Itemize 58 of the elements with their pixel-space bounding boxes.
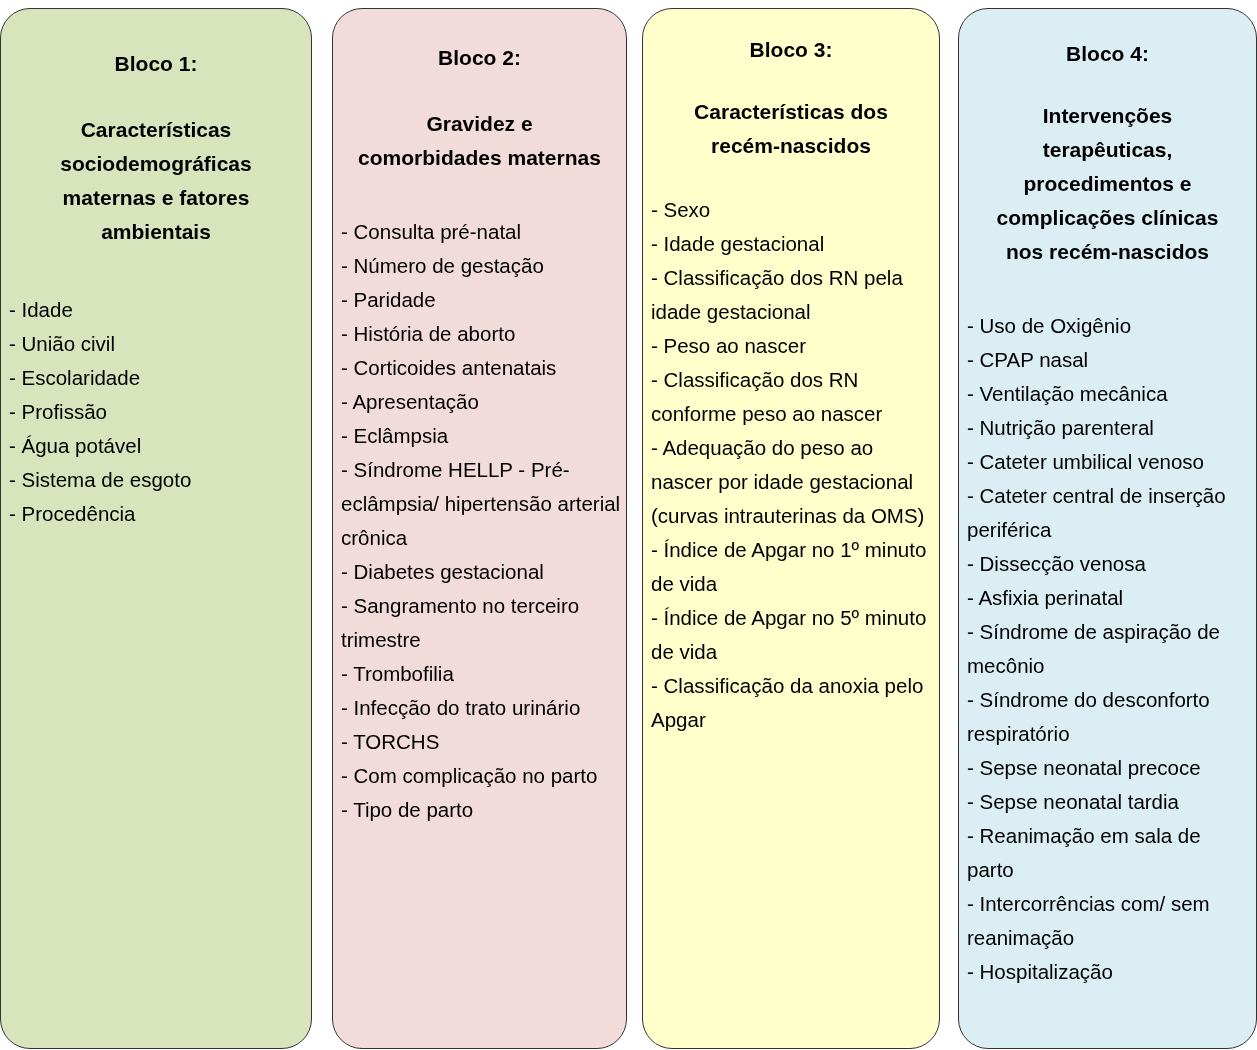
list-item: - Cateter umbilical venoso [967,449,1205,475]
block-panel [642,8,940,1049]
block-title: Características dos recém-nascidos [693,99,889,159]
list-item: - Corticoides antenatais [341,355,558,381]
list-item: - União civil [9,331,116,357]
list-item: - Dissecção venosa [967,551,1147,577]
list-item: - Índice de Apgar no 5º minuto de vida [651,605,928,665]
list-item: - Classificação dos RN pela idade gestacional [651,265,904,325]
block-panel [0,8,312,1049]
list-item: - Classificação dos RN conforme peso ao nascer [651,367,884,427]
list-item: - Número de gestação [341,253,545,279]
list-item: - Com complicação no parto [341,763,599,789]
list-item: - Apresentação [341,389,480,415]
list-item: - Diabetes gestacional [341,559,545,585]
list-item: - Adequação do peso ao nascer por idade gestacional (curvas intrauterinas da OMS) [651,435,926,529]
list-item: - Uso de Oxigênio [967,313,1133,339]
block-panel [958,8,1257,1049]
list-item: - Escolaridade [9,365,142,391]
list-item: - Síndrome HELLP - Pré-eclâmpsia/ hipertensão arterial crônica [341,457,622,551]
list-item: - Sangramento no terceiro trimestre [341,593,581,653]
list-item: - CPAP nasal [967,347,1090,373]
block-panel [332,8,627,1049]
list-item: - Intercorrências com/ sem reanimação [967,891,1211,951]
list-item: - Trombofilia [341,661,455,687]
list-item: - Nutrição parenteral [967,415,1155,441]
list-item: - Infecção do trato urinário [341,695,582,721]
list-item: - Profissão [9,399,108,425]
list-item: - Idade gestacional [651,231,826,257]
list-item: - Índice de Apgar no 1º minuto de vida [651,537,928,597]
list-item: - Sepse neonatal precoce [967,755,1202,781]
list-item: - Sepse neonatal tardia [967,789,1180,815]
block-number: Bloco 1: [113,51,199,77]
block-title: Intervenções terapêuticas, procedimentos e complicações clínicas nos recém-nascidos [995,103,1220,265]
block-number: Bloco 4: [1065,41,1150,67]
list-item: - TORCHS [341,729,441,755]
block-number: Bloco 2: [437,45,522,71]
list-item: - Reanimação em sala de parto [967,823,1202,883]
list-item: - Hospitalização [967,959,1114,985]
block-title: Gravidez e comorbidades maternas [357,111,602,171]
list-item: - Tipo de parto [341,797,475,823]
list-item: - Síndrome de aspiração de mecônio [967,619,1221,679]
list-item: - Sistema de esgoto [9,467,193,493]
list-item: - Procedência [9,501,137,527]
list-item: - Peso ao nascer [651,333,807,359]
list-item: - Eclâmpsia [341,423,450,449]
list-item: - Sexo [651,197,712,223]
list-item: - Consulta pré-natal [341,219,523,245]
list-item: - Ventilação mecânica [967,381,1169,407]
list-item: - Paridade [341,287,437,313]
list-item: - Idade [9,297,74,323]
list-item: - História de aborto [341,321,517,347]
list-item: - Síndrome do desconforto respiratório [967,687,1211,747]
block-title: Características sociodemográficas maternas e fatores ambientais [59,117,253,245]
list-item: - Cateter central de inserção periférica [967,483,1227,543]
list-item: - Asfixia perinatal [967,585,1125,611]
block-number: Bloco 3: [748,37,834,63]
list-item: - Classificação da anoxia pelo Apgar [651,673,925,733]
list-item: - Água potável [9,433,143,459]
